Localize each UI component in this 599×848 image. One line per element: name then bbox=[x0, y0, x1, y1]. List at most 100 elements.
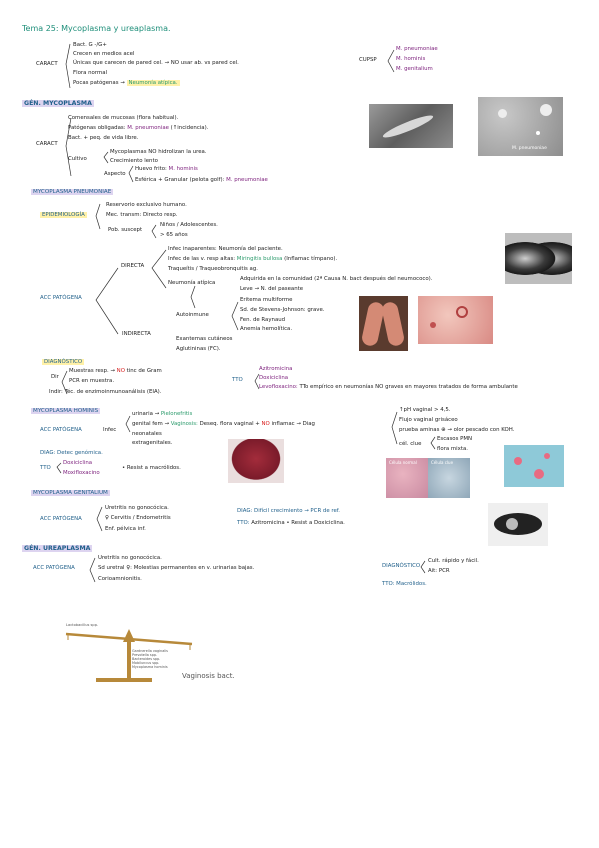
hands-image bbox=[359, 296, 408, 351]
epid-item: Mec. transm: Directo resp. bbox=[106, 212, 178, 218]
page-title: Tema 25: Mycoplasma y ureaplasma. bbox=[22, 24, 171, 33]
aspecto-item: Esférica + Granular (pelota golf): M. pn… bbox=[135, 177, 268, 183]
gen-item: Bact. + peq. de vida libre. bbox=[68, 135, 139, 141]
urea-item: Uretritis no gonocócica. bbox=[98, 555, 162, 561]
tto-item: Azitromicina bbox=[259, 366, 293, 372]
section-header: MYCOPLASMA GENITALIUM bbox=[31, 490, 110, 496]
indir-item: Indir: Téc. de enzimoinmunoanálisis (EIA… bbox=[49, 389, 162, 395]
photo-caption: M. pneumoniae bbox=[512, 146, 547, 151]
hominis-diag-item: prueba aminas ⊕ → olor pescado con KOH. bbox=[399, 427, 515, 433]
autoinmune-item: Sd. de Stevens-Johnson: grave. bbox=[240, 307, 325, 313]
directa-label: DIRECTA bbox=[121, 263, 145, 269]
acc-label: ACC PATÓGENA bbox=[40, 427, 82, 433]
tto-label: TTO bbox=[232, 377, 243, 383]
genitalium-item: Uretritis no gonocócica. bbox=[105, 505, 169, 511]
urea-tto: TTO: Macrólidos. bbox=[382, 581, 427, 587]
urea-diag-item: Ait: PCR bbox=[428, 568, 450, 574]
pob-item: > 65 años bbox=[160, 232, 188, 238]
hominis-diag-item: cél. clue bbox=[399, 441, 422, 447]
rash-image bbox=[418, 296, 493, 344]
directa-item: Traqueítis / Traqueobronquitis ag. bbox=[168, 266, 258, 272]
balance-right-item: Bacteroides spp. bbox=[132, 657, 161, 661]
cultivo-label: Cultivo bbox=[68, 156, 87, 162]
diag-label: DIAGNÓSTICO bbox=[42, 359, 85, 365]
hominis-diag-item: flora mixta. bbox=[437, 446, 468, 452]
hominis-diag-item: Flujo vaginal grisáceo bbox=[399, 417, 458, 423]
hominis-item: urinaria → Pielonefritis bbox=[132, 411, 193, 417]
hominis-item: neonatales bbox=[132, 431, 162, 437]
cultivo-item: Mycoplasmas NO hidrolizan la urea. bbox=[110, 149, 207, 155]
urea-item: Corioamnionitis. bbox=[98, 576, 142, 582]
atipica-item: Adquirida en la comunidad (2ª Causa N. b… bbox=[240, 276, 433, 282]
culture-image bbox=[228, 439, 284, 483]
balance-right-item: Prevotella spp. bbox=[132, 653, 158, 657]
balance-right-item: Mycoplasma hominis bbox=[132, 665, 168, 669]
carac-item: Bact. G -/G+ bbox=[73, 42, 107, 48]
colonies-image bbox=[504, 445, 564, 487]
dir-label: Dir bbox=[51, 374, 59, 380]
infec-label: Infec bbox=[103, 427, 117, 433]
autoinmune-item: Anemia hemolítica. bbox=[240, 326, 293, 332]
gen-carac-label: CARACT bbox=[36, 141, 58, 147]
hominis-diag-item: ↑pH vaginal > 4,5. bbox=[399, 407, 451, 413]
section-header: MYCOPLASMA HOMINIS bbox=[31, 408, 101, 414]
hominis-diag-item: Escasos PMN bbox=[437, 436, 473, 442]
balance-icon bbox=[65, 629, 193, 682]
epid-item: Reservorio exclusivo humano. bbox=[106, 202, 187, 208]
photo-label: Célula clue bbox=[431, 460, 454, 465]
tto-item: Doxiciclina bbox=[259, 375, 289, 381]
genitalium-item: Enf. pélvica inf. bbox=[105, 526, 146, 532]
cultivo-item: Crecimiento lento bbox=[110, 158, 158, 164]
hominis-item: extragenitales. bbox=[132, 440, 173, 446]
atipica-item: Leve → N. del paseante bbox=[240, 286, 304, 292]
carac-item: Flora normal bbox=[73, 70, 108, 76]
directa-item: Infec de las v. resp altas: Miringitis b… bbox=[168, 256, 338, 262]
gen-item: Comensales de mucosas (flora habitual). bbox=[68, 115, 179, 121]
tto-item: Doxiciclina bbox=[63, 460, 93, 466]
indirecta-item: Aglutininas (FC). bbox=[176, 346, 221, 352]
hominis-item: genital fem → Vaginosis: Deseq. flora va… bbox=[132, 421, 315, 427]
colony-image: M. pneumoniae bbox=[478, 97, 563, 156]
tto-item: Levofloxacino: TTo empírico en neumonías… bbox=[259, 384, 518, 390]
organism-image bbox=[488, 503, 548, 546]
acc-label: ACC PATÓGENA bbox=[40, 516, 82, 522]
section-header: GÉN. UREAPLASMA bbox=[22, 545, 93, 552]
micrograph-image bbox=[369, 104, 453, 148]
genitalium-tto: TTO: Azitromicina • Resist a Doxiciclina… bbox=[237, 520, 345, 526]
hominis-diag: DIAG: Detec genómica. bbox=[40, 450, 103, 456]
normal-cell-image: Célula normal bbox=[386, 458, 428, 498]
cupsp-item: M. hominis bbox=[396, 56, 426, 62]
section-header: GÉN. MYCOPLASMA bbox=[22, 100, 94, 107]
balance-caption: Vaginosis bact. bbox=[182, 672, 235, 680]
aspecto-label: Aspecto bbox=[104, 171, 126, 177]
autoinmune-label: Autoinmune bbox=[176, 312, 209, 318]
cupsp-label: CUPSP bbox=[359, 57, 377, 63]
gen-item: Patógenas obligadas: M. pneumoniae (↑inc… bbox=[68, 125, 209, 131]
tto-label: TTO bbox=[40, 465, 51, 471]
resist-note: • Resist a macrólidos. bbox=[122, 465, 181, 471]
acc-label: ACC PATÓGENA bbox=[40, 295, 82, 301]
epid-item: Pob. suscept bbox=[108, 227, 143, 233]
epid-label: EPIDEMIOLOGÍA bbox=[40, 212, 87, 218]
carac-label: CARACT bbox=[36, 61, 58, 67]
directa-item: Neumonía atípica bbox=[168, 280, 216, 286]
carac-item: Crecen en medios acel bbox=[73, 51, 135, 57]
aspecto-item: Huevo frito: M. hominis bbox=[135, 166, 198, 172]
urea-item: Sd uretral ♀: Molestias permanentes en v… bbox=[98, 565, 255, 571]
cupsp-item: M. genitalium bbox=[396, 66, 433, 72]
clue-cell-image: Célula clue bbox=[428, 458, 470, 498]
carac-item: Pocas patógenas → Neumonía atípica. bbox=[73, 80, 180, 86]
autoinmune-item: Fen. de Raynaud bbox=[240, 317, 286, 323]
tto-item: Moxifloxacino bbox=[63, 470, 100, 476]
genitalium-diag: DIAG: Difícil crecimiento → PCR de ref. bbox=[237, 508, 340, 514]
directa-item: Infec inaparentes: Neumonía del paciente… bbox=[168, 246, 283, 252]
dir-item: Muestras resp. → NO tinc de Gram bbox=[69, 368, 162, 374]
autoinmune-item: Eritema multiforme bbox=[240, 297, 293, 303]
urea-diag-item: Cult. rápido y fácil. bbox=[428, 558, 479, 564]
indirecta-item: Exantemas cutáneos bbox=[176, 336, 233, 342]
indirecta-label: INDIRECTA bbox=[122, 331, 151, 337]
section-header: MYCOPLASMA PNEUMONIAE bbox=[31, 189, 114, 195]
cupsp-item: M. pneumoniae bbox=[396, 46, 438, 52]
dir-item: PCR en muestra. bbox=[69, 378, 115, 384]
